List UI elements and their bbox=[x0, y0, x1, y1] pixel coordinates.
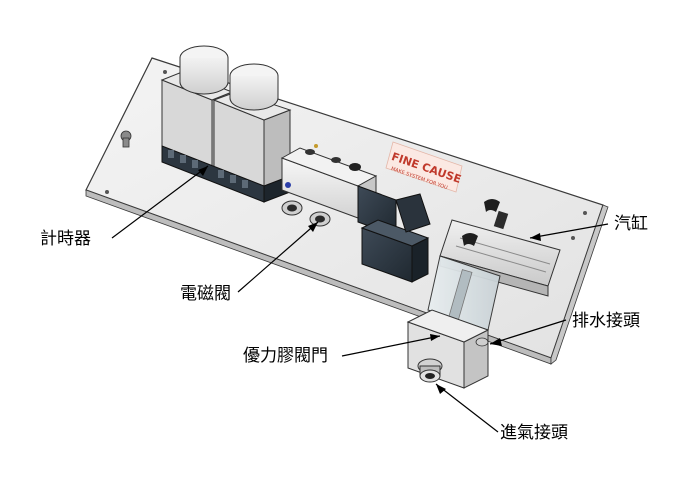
callout-solenoid-valve: 電磁閥 bbox=[180, 284, 231, 304]
callout-cylinder: 汽缸 bbox=[614, 214, 648, 234]
inlet-fitting bbox=[417, 358, 443, 383]
mounting-slot-left bbox=[120, 130, 132, 148]
solenoid-valve bbox=[280, 144, 431, 283]
leader-timer bbox=[111, 165, 209, 239]
leader-inlet-fitting bbox=[435, 383, 499, 433]
leader-urethane-valve bbox=[341, 335, 441, 357]
brand-logo bbox=[385, 141, 463, 193]
leader-solenoid-valve bbox=[237, 221, 319, 293]
callout-drain-fitting: 排水接頭 bbox=[572, 311, 640, 331]
callout-inlet-fitting: 進氣接頭 bbox=[500, 423, 568, 443]
leader-arrowheads bbox=[198, 166, 541, 394]
leader-lines bbox=[111, 165, 609, 433]
valve-fittings bbox=[281, 200, 331, 227]
urethane-valve-block bbox=[406, 255, 501, 389]
callout-urethane-valve: 優力膠閥門 bbox=[243, 346, 328, 366]
leader-cylinder bbox=[529, 223, 609, 239]
leader-drain-fitting bbox=[489, 319, 567, 345]
callout-timer: 計時器 bbox=[40, 229, 91, 249]
